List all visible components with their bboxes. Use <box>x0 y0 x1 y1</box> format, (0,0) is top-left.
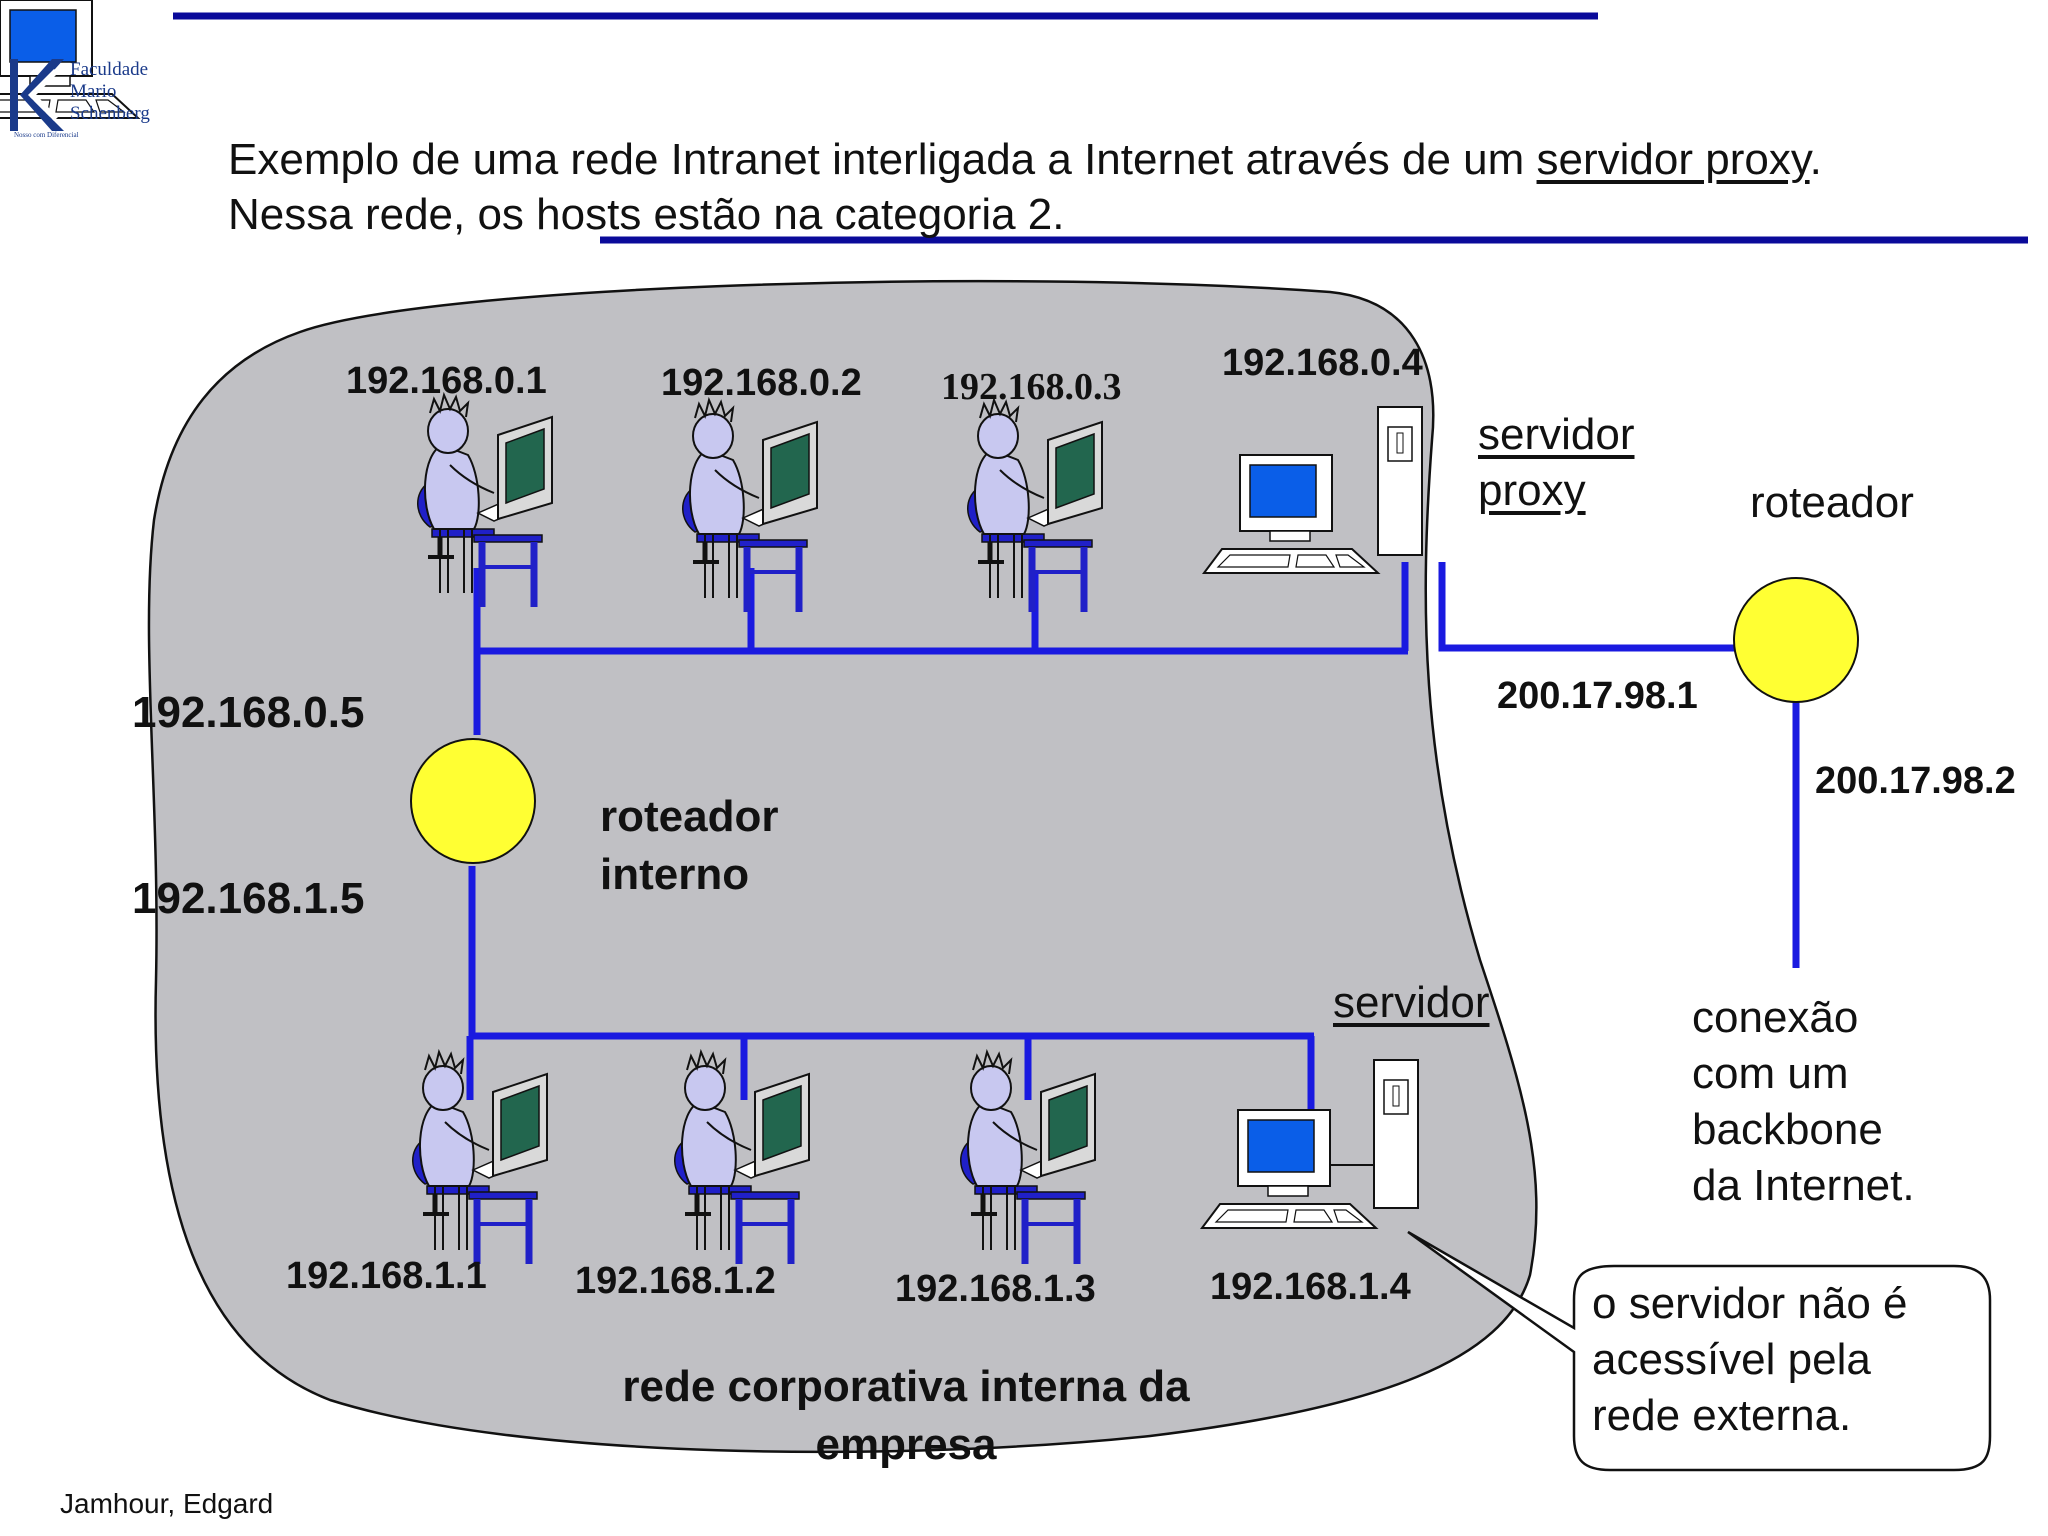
external-links <box>1438 562 1800 968</box>
callout-line: rede externa. <box>1592 1391 1852 1440</box>
faculty-logo: Faculdade Mario Schenberg Nosso com Dife… <box>8 55 160 143</box>
callout-line: acessível pela <box>1592 1335 1871 1384</box>
slide-title: Exemplo de uma rede Intranet interligada… <box>228 132 1822 242</box>
backbone-line: backbone <box>1692 1105 1883 1154</box>
top-network-links <box>473 562 1409 735</box>
title-suffix: . <box>1809 135 1822 184</box>
router-internal-label-2: interno <box>600 850 750 899</box>
callout-bubble <box>1407 1230 1992 1472</box>
logo-line-3: Schenberg <box>70 102 150 124</box>
backbone-line: conexão <box>1692 993 1859 1042</box>
proxy-label-2: proxy <box>1478 466 1586 515</box>
title-prefix: Exemplo de uma rede Intranet interligada… <box>228 135 1537 184</box>
internal-router[interactable] <box>410 738 536 864</box>
bottom-network-links <box>466 866 1315 1112</box>
server-ip: 192.168.1.4 <box>1210 1266 1411 1308</box>
server-tower-icon <box>1373 1059 1419 1209</box>
router-internal-label-1: roteador <box>600 792 779 841</box>
router-internal-ip-top: 192.168.0.5 <box>132 688 365 737</box>
host-ip: 192.168.0.3 <box>941 366 1122 408</box>
proxy-tower-icon <box>1377 406 1423 556</box>
external-router[interactable] <box>1733 577 1859 703</box>
server-label: servidor <box>1333 978 1490 1027</box>
author-footer: Jamhour, Edgard <box>60 1488 274 1519</box>
backbone-note: conexão com um backbone da Internet. <box>1692 990 1915 1214</box>
host-ip: 192.168.0.2 <box>661 362 862 404</box>
backbone-line: da Internet. <box>1692 1161 1915 1210</box>
router-external-label: roteador <box>1750 478 1914 527</box>
proxy-link[interactable]: servidor proxy <box>1536 135 1810 184</box>
proxy-label-1: servidor <box>1478 410 1635 459</box>
title-line-2: Nessa rede, os hosts estão na categoria … <box>228 190 1065 239</box>
title-line-1: Exemplo de uma rede Intranet interligada… <box>228 132 1822 187</box>
host-ip: 192.168.0.1 <box>346 360 547 402</box>
logo-line-1: Faculdade <box>70 59 149 80</box>
proxy-ip: 192.168.0.4 <box>1222 342 1423 384</box>
callout-line: o servidor não é <box>1592 1279 1908 1328</box>
link-proxy-router <box>1438 562 1738 652</box>
host-ip: 192.168.1.2 <box>575 1260 776 1302</box>
logo-line-2: Mario <box>70 80 117 102</box>
callout-text: o servidor não é acessível pela rede ext… <box>1592 1276 1908 1444</box>
host-ip: 192.168.1.3 <box>895 1268 1096 1310</box>
router-internal-ip-bottom: 192.168.1.5 <box>132 874 365 923</box>
router-ext-ip-in: 200.17.98.1 <box>1497 675 1698 717</box>
backbone-line: com um <box>1692 1049 1849 1098</box>
network-label-2: empresa <box>815 1420 997 1469</box>
network-label: rede corporativa interna da empresa <box>588 1358 1224 1474</box>
router-ext-ip-out: 200.17.98.2 <box>1815 760 2016 802</box>
logo-tagline: Nosso com Diferencial <box>14 131 79 139</box>
host-ip: 192.168.1.1 <box>286 1255 487 1297</box>
network-label-1: rede corporativa interna da <box>622 1362 1190 1411</box>
